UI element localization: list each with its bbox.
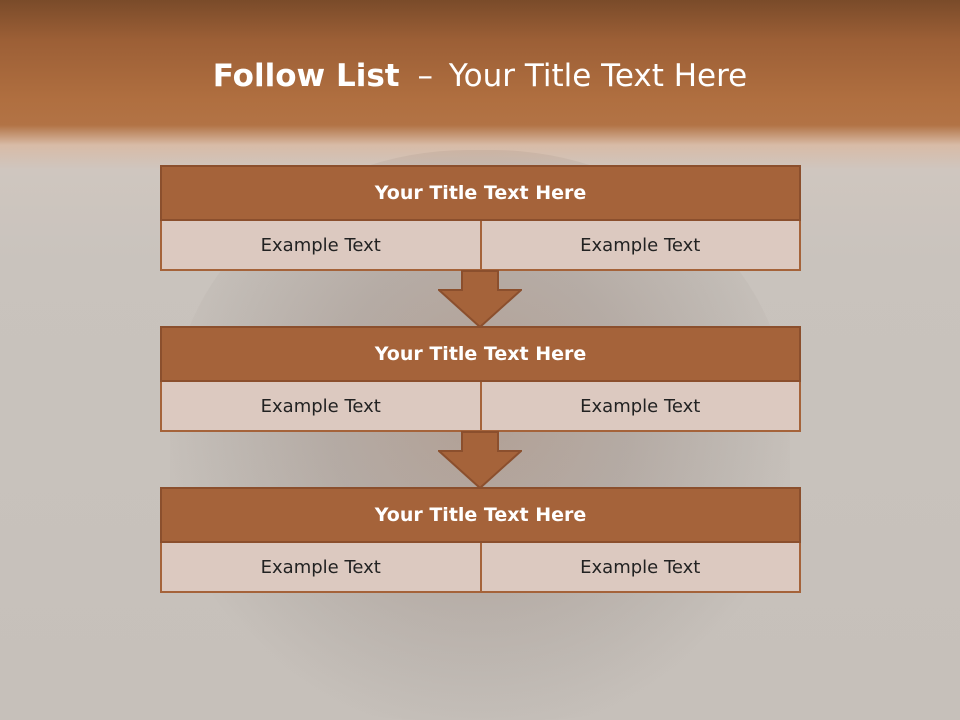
block-cell-right: Example Text [479,221,801,271]
block-row: Example Text Example Text [160,543,801,593]
block-cell-left: Example Text [160,221,480,271]
list-block-2: Your Title Text Here Example Text Exampl… [160,326,801,432]
block-cell-right: Example Text [479,382,801,432]
list-block-1: Your Title Text Here Example Text Exampl… [160,165,801,271]
block-title: Your Title Text Here [160,487,801,543]
block-title: Your Title Text Here [160,165,801,221]
down-arrow-icon [438,270,522,328]
block-row: Example Text Example Text [160,221,801,271]
title-separator: – [417,58,433,94]
title-strong: Follow List [212,58,400,94]
block-cell-right: Example Text [479,543,801,593]
block-row: Example Text Example Text [160,382,801,432]
list-block-3: Your Title Text Here Example Text Exampl… [160,487,801,593]
down-arrow-icon [438,431,522,489]
block-cell-left: Example Text [160,543,480,593]
block-cell-left: Example Text [160,382,480,432]
title-rest: Your Title Text Here [448,58,748,94]
slide-title: Follow List – Your Title Text Here [0,56,960,96]
block-title: Your Title Text Here [160,326,801,382]
